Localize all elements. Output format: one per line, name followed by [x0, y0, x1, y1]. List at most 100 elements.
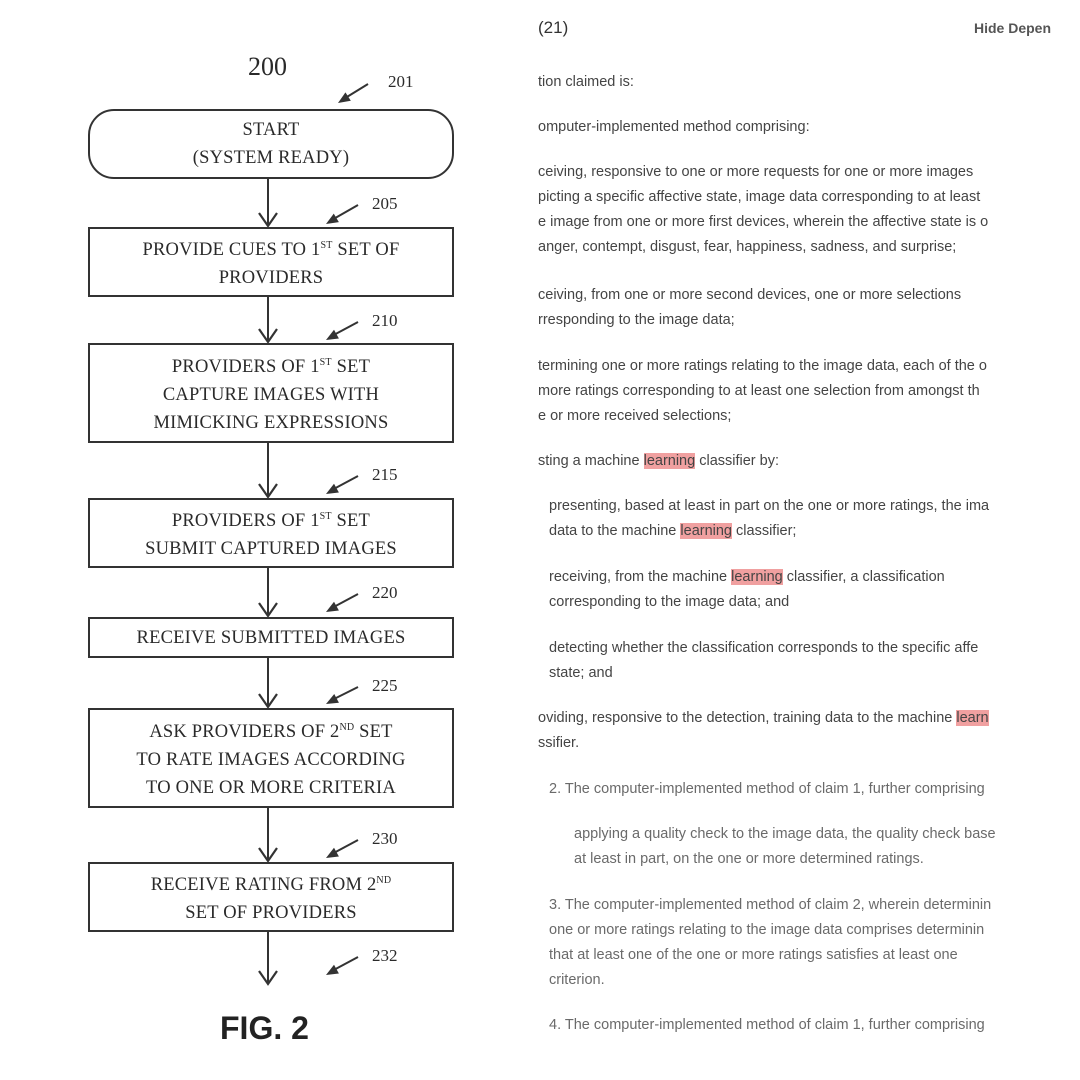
step-text-line: START — [242, 120, 300, 140]
reference-numeral: 232 — [372, 946, 398, 965]
reference-numeral: 220 — [372, 583, 398, 602]
claim-text-line: e or more received selections; — [538, 408, 732, 424]
leader-arrowhead — [326, 329, 339, 340]
ordinal-superscript: ST — [319, 357, 332, 368]
claim-text-line: data to the machine learning classifier; — [549, 523, 797, 539]
claim-paragraph: 4. The computer-implemented method of cl… — [549, 1013, 985, 1038]
step-text-line: TO RATE IMAGES ACCORDING — [136, 750, 406, 770]
claim-number: (21) — [538, 18, 569, 37]
claim-paragraph: receiving, from the machine learning cla… — [549, 565, 945, 615]
claim-paragraph: detecting whether the classification cor… — [549, 636, 978, 686]
claim-text-line: one or more ratings relating to the imag… — [549, 922, 985, 938]
flow-arrow-head — [258, 847, 278, 863]
claim-text-line: omputer-implemented method comprising: — [538, 119, 810, 135]
step-text-line: PROVIDERS OF 1ST SET — [171, 357, 371, 377]
leader-arrowhead — [326, 213, 339, 224]
claim-text-line: at least in part, on the one or more det… — [574, 851, 924, 867]
reference-numeral: 230 — [372, 829, 398, 848]
step-text-line: (SYSTEM READY) — [192, 148, 350, 168]
figure-caption: FIG. 2 — [220, 1010, 309, 1046]
claim-text-line: more ratings corresponding to at least o… — [538, 383, 980, 399]
claim-paragraph: oviding, responsive to the detection, tr… — [538, 706, 989, 756]
claim-text-line: oviding, responsive to the detection, tr… — [538, 710, 989, 726]
process-step-box: RECEIVE RATING FROM 2ND SET OF PROVIDERS — [88, 862, 454, 932]
search-term-highlight: learning — [731, 569, 783, 585]
claim-paragraph: tion claimed is: — [538, 70, 634, 95]
claim-paragraph: termining one or more ratings relating t… — [538, 354, 987, 429]
process-step-box: PROVIDERS OF 1ST SET CAPTURE IMAGES WITH M… — [88, 343, 454, 443]
leader-arrowhead — [326, 483, 339, 494]
leader-arrowhead — [326, 693, 339, 704]
claim-text-line: 4. The computer-implemented method of cl… — [549, 1017, 985, 1033]
step-text-line: SUBMIT CAPTURED IMAGES — [145, 539, 397, 559]
reference-numeral: 210 — [372, 311, 398, 330]
claim-text-line: corresponding to the image data; and — [549, 594, 790, 610]
search-term-highlight: learning — [643, 453, 696, 469]
figure-number: 200 — [248, 52, 287, 81]
search-term-highlight: learn — [956, 710, 989, 726]
flowchart-connectors — [258, 83, 369, 986]
process-step-box: PROVIDE CUES TO 1ST SET OF PROVIDERS — [88, 227, 454, 297]
process-step-box: RECEIVE SUBMITTED IMAGES — [88, 617, 454, 658]
claim-text-line: receiving, from the machine learning cla… — [549, 569, 945, 585]
claim-text-line: 2. The computer-implemented method of cl… — [549, 781, 985, 797]
reference-numeral: 215 — [372, 465, 398, 484]
ordinal-superscript: ST — [320, 240, 333, 251]
claim-text-line: 3. The computer-implemented method of cl… — [549, 897, 992, 913]
flow-arrow-head — [258, 693, 278, 709]
claim-text-line: e image from one or more first devices, … — [538, 214, 989, 230]
claim-paragraph: sting a machine learning classifier by: — [538, 449, 779, 474]
claim-paragraph: 2. The computer-implemented method of cl… — [549, 777, 985, 802]
reference-numeral: 201 — [388, 72, 414, 91]
claim-text-line: anger, contempt, disgust, fear, happines… — [538, 239, 957, 255]
flow-arrow-head — [258, 970, 278, 986]
claim-text-line: presenting, based at least in part on th… — [549, 498, 990, 514]
hide-dependent-button[interactable]: Hide Depen — [974, 20, 1052, 36]
claim-paragraph: 3. The computer-implemented method of cl… — [549, 893, 991, 993]
claim-paragraph: presenting, based at least in part on th… — [549, 494, 989, 544]
claim-paragraph: ceiving, from one or more second devices… — [538, 283, 961, 333]
step-text-line: TO ONE OR MORE CRITERIA — [146, 778, 396, 798]
step-text-line: RECEIVE RATING FROM 2ND — [150, 875, 392, 895]
process-step-box: PROVIDERS OF 1ST SET SUBMIT CAPTURED IMAG… — [88, 498, 454, 568]
leader-arrowhead — [326, 964, 339, 975]
claim-text-line: tion claimed is: — [538, 74, 634, 90]
leader-arrowhead — [326, 847, 339, 858]
claim-text-line: criterion. — [549, 972, 605, 988]
leader-arrowhead — [338, 92, 351, 103]
reference-numeral: 205 — [372, 194, 398, 213]
start-terminal: START (SYSTEM READY) — [88, 109, 454, 179]
step-text-line: PROVIDERS OF 1ST SET — [171, 511, 371, 531]
claims-panel: (21) Hide Depen tion claimed is: omputer-… — [520, 0, 1080, 1080]
claim-text-line: ceiving, from one or more second devices… — [538, 287, 962, 303]
reference-numeral: 225 — [372, 676, 398, 695]
flow-arrow-head — [258, 483, 278, 499]
flow-arrow-head — [258, 328, 278, 344]
ordinal-superscript: ND — [339, 722, 355, 733]
step-text-line: CAPTURE IMAGES WITH — [162, 385, 380, 405]
claim-text-line: picting a specific affective state, imag… — [538, 189, 981, 205]
ordinal-superscript: ST — [319, 511, 332, 522]
claim-text-line: detecting whether the classification cor… — [549, 640, 979, 656]
step-text-line: ASK PROVIDERS OF 2ND SET — [149, 722, 393, 742]
claim-text-line: sting a machine learning classifier by: — [538, 453, 779, 469]
ordinal-superscript: ND — [376, 875, 392, 886]
flowchart-figure: 200 201 205 210 215 220 225 230 232 START (SYSTE… — [0, 0, 520, 1080]
claim-text-line: ceiving, responsive to one or more reque… — [538, 164, 974, 180]
step-text-line: SET OF PROVIDERS — [185, 903, 357, 923]
leader-arrowhead — [326, 601, 339, 612]
step-text-line: MIMICKING EXPRESSIONS — [153, 413, 389, 433]
claim-text-line: rresponding to the image data; — [538, 312, 735, 328]
claim-paragraph: ceiving, responsive to one or more reque… — [538, 160, 988, 260]
step-text-line: PROVIDE CUES TO 1ST SET OF — [142, 240, 400, 260]
step-text-line: PROVIDERS — [218, 268, 324, 288]
claim-paragraph: applying a quality check to the image da… — [574, 822, 996, 872]
claim-paragraph: omputer-implemented method comprising: — [538, 115, 810, 140]
flow-arrow-head — [258, 602, 278, 618]
claim-text-line: termining one or more ratings relating t… — [538, 358, 987, 374]
step-text-line: RECEIVE SUBMITTED IMAGES — [136, 627, 406, 648]
claim-text-line: applying a quality check to the image da… — [574, 826, 996, 842]
claim-text-line: that at least one of the one or more rat… — [549, 947, 958, 963]
search-term-highlight: learning — [680, 523, 732, 539]
process-step-box: ASK PROVIDERS OF 2ND SET TO RATE IMAGES A… — [88, 708, 454, 808]
